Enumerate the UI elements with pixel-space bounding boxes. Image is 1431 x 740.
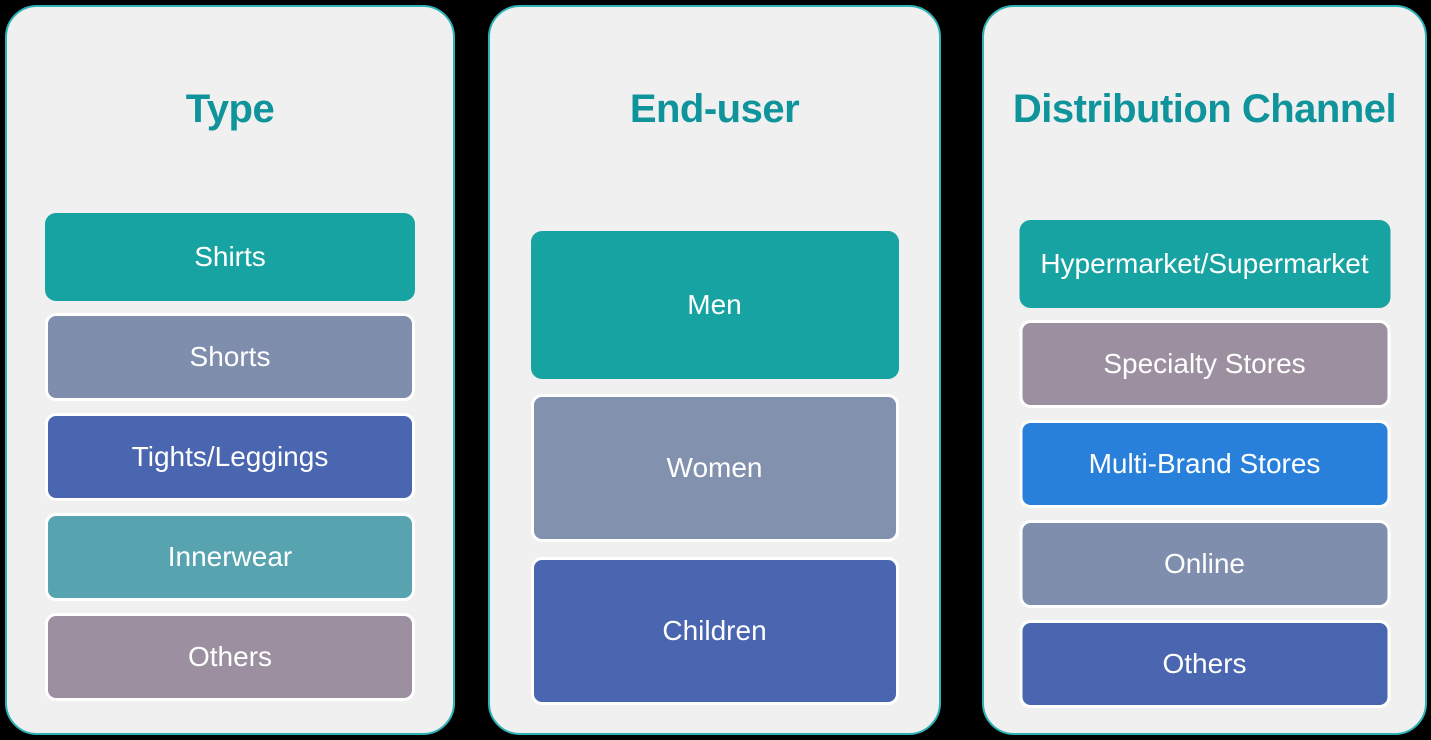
panel-end-user-pill-stack: Men Women Children <box>530 231 899 705</box>
panel-distribution-channel-pill-stack: Hypermarket/Supermarket Specialty Stores… <box>1019 220 1390 708</box>
panel-end-user-title: End-user <box>629 87 800 131</box>
pill-others-type: Others <box>45 613 415 701</box>
pill-specialty-stores: Specialty Stores <box>1019 320 1390 408</box>
panel-type-pill-stack: Shirts Shorts Tights/Leggings Innerwear … <box>45 213 415 701</box>
pill-men: Men <box>530 231 899 379</box>
pill-shirts: Shirts <box>45 213 415 301</box>
pill-innerwear: Innerwear <box>45 513 415 601</box>
pill-shorts: Shorts <box>45 313 415 401</box>
panel-distribution-channel-title: Distribution Channel <box>1012 87 1397 131</box>
pill-tights-leggings: Tights/Leggings <box>45 413 415 501</box>
pill-women: Women <box>530 394 899 542</box>
pill-hypermarket-supermarket: Hypermarket/Supermarket <box>1019 220 1390 308</box>
panel-type: Type Shirts Shorts Tights/Leggings Inner… <box>5 5 455 735</box>
panel-distribution-channel: Distribution Channel Hypermarket/Superma… <box>982 5 1427 735</box>
pill-online: Online <box>1019 520 1390 608</box>
pill-children: Children <box>530 557 899 705</box>
pill-multi-brand-stores: Multi-Brand Stores <box>1019 420 1390 508</box>
panel-type-title: Type <box>185 87 275 131</box>
panel-end-user: End-user Men Women Children <box>488 5 941 735</box>
pill-others-channel: Others <box>1019 620 1390 708</box>
